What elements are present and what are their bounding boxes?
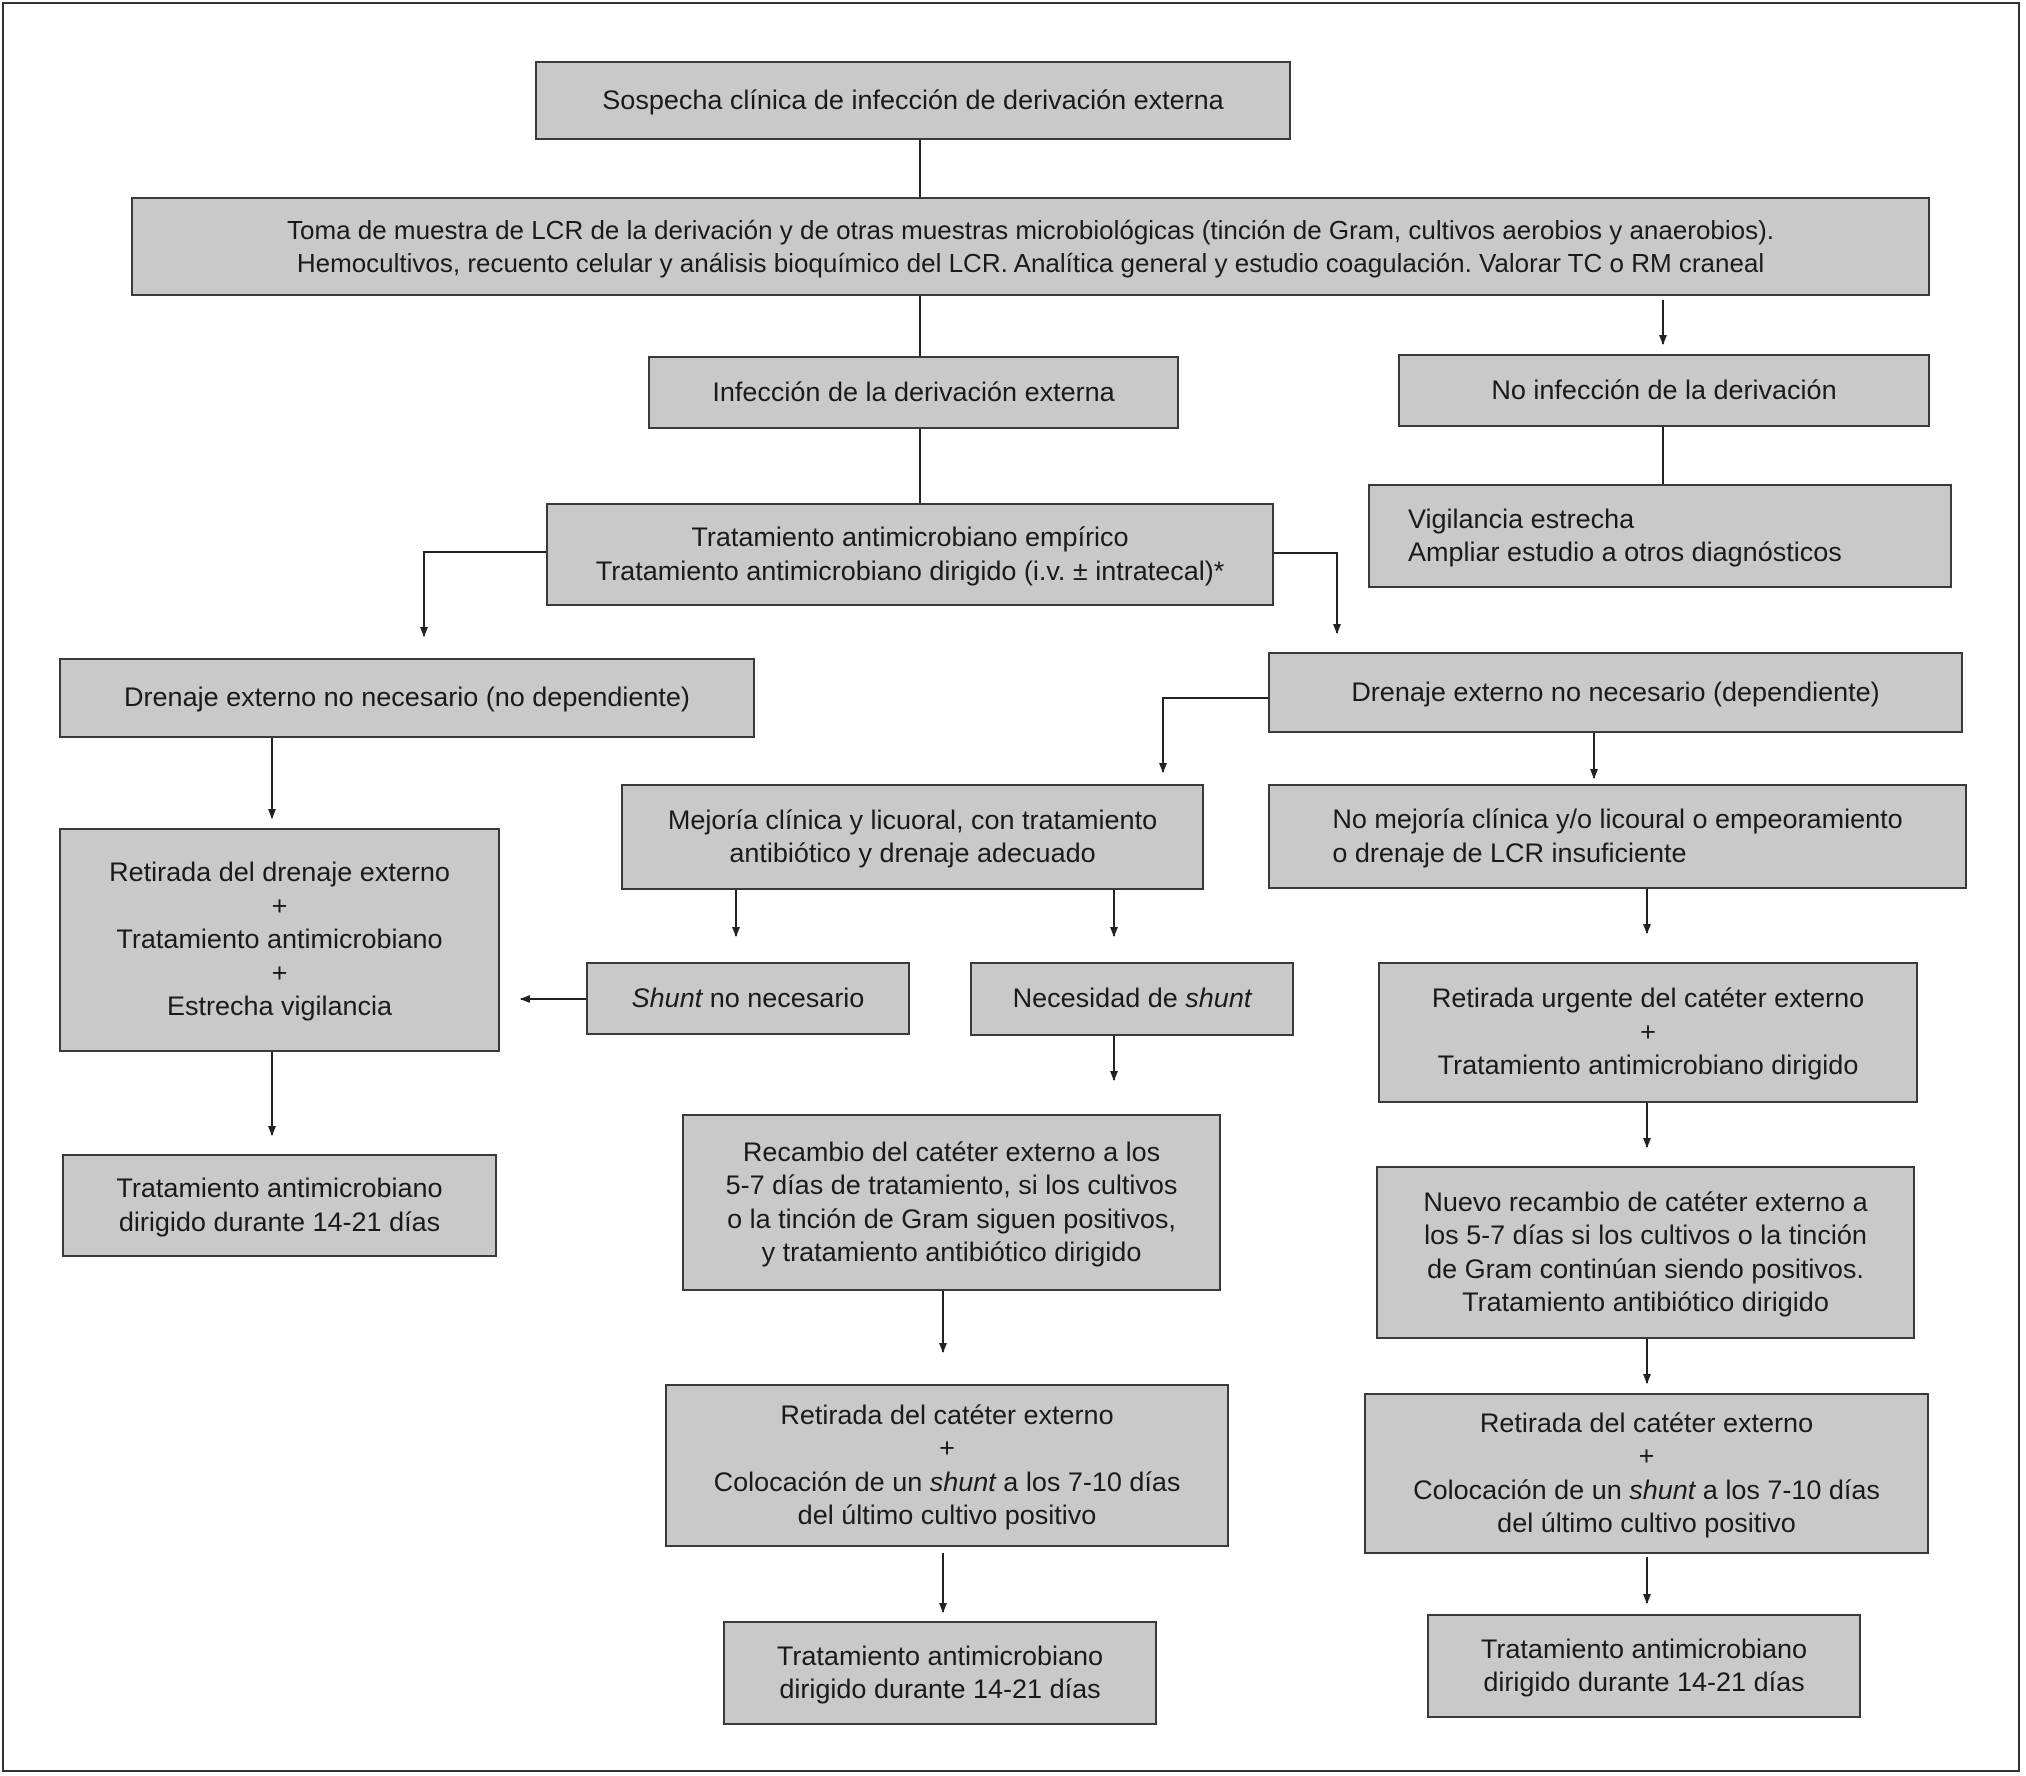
node-urgent-removal-line-3: Tratamiento antimicrobiano dirigido (1437, 1050, 1859, 1081)
node-antimicrobial: Tratamiento antimicrobiano empírico Trat… (546, 503, 1274, 606)
node-treatment-left: Tratamiento antimicrobiano dirigido dura… (62, 1154, 497, 1257)
node-exchange-mid-line-1: Recambio del catéter externo a los (742, 1136, 1161, 1167)
node-not-dependent-line-1: Drenaje externo no necesario (no dependi… (124, 682, 690, 713)
node-suspicion: Sospecha clínica de infección de derivac… (535, 61, 1291, 140)
node-suspicion-line-1: Sospecha clínica de infección de derivac… (602, 84, 1224, 115)
node-exchange-mid: Recambio del catéter externo a los 5-7 d… (682, 1114, 1221, 1291)
node-treatment-right-line-1: Tratamiento antimicrobiano (1480, 1633, 1808, 1664)
node-sampling: Toma de muestra de LCR de la derivación … (131, 197, 1930, 296)
arrow-antimicrobial-dependent (1274, 552, 1341, 634)
arrow-antimicrobial-not-dependent (420, 551, 546, 637)
node-shunt-placement-right-line-4: del último cultivo positivo (1497, 1508, 1796, 1538)
node-shunt-placement-right-line-1: Retirada del catéter externo (1479, 1407, 1814, 1438)
node-antimicrobial-line-1: Tratamiento antimicrobiano empírico (691, 522, 1129, 552)
node-no-infection: No infección de la derivación (1398, 354, 1930, 427)
node-shunt-placement-mid-italic: shunt (929, 1466, 996, 1497)
node-removal-left: Retirada del drenaje externo + Tratamien… (59, 828, 500, 1052)
node-shunt-placement-right-prefix: Colocación de un (1413, 1474, 1630, 1505)
node-no-infection-line-1: No infección de la derivación (1491, 374, 1837, 405)
node-improvement: Mejoría clínica y licuoral, con tratamie… (621, 784, 1204, 890)
node-dependent-line-1: Drenaje externo no necesario (dependient… (1351, 676, 1880, 707)
node-removal-left-line-5: Estrecha vigilancia (166, 991, 393, 1022)
node-exchange-mid-line-3: o la tinción de Gram siguen positivos, (727, 1203, 1176, 1234)
node-shunt-needed-italic: shunt (1185, 983, 1252, 1014)
node-exchange-right-line-3: de Gram continúan siendo positivos. (1427, 1253, 1864, 1284)
node-treatment-right-line-2: dirigido durante 14-21 días (1483, 1667, 1805, 1697)
node-surveillance-line-2: Ampliar estudio a otros diagnósticos (1408, 537, 1842, 567)
node-shunt-placement-mid: Retirada del catéter externo + Colocació… (665, 1384, 1229, 1547)
node-not-dependent: Drenaje externo no necesario (no dependi… (59, 658, 755, 738)
node-improvement-line-1: Mejoría clínica y licuoral, con tratamie… (667, 804, 1158, 835)
node-antimicrobial-line-2: Tratamiento antimicrobiano dirigido (i.v… (595, 555, 1225, 586)
node-exchange-mid-line-4: y tratamiento antibiótico dirigido (761, 1237, 1142, 1267)
node-shunt-placement-right: Retirada del catéter externo + Colocació… (1364, 1393, 1929, 1554)
node-shunt-placement-right-line-2: + (1638, 1441, 1655, 1471)
node-treatment-left-line-2: dirigido durante 14-21 días (118, 1206, 441, 1237)
node-no-improvement-line-2: o drenaje de LCR insuficiente (1332, 837, 1687, 868)
node-shunt-not-needed-rest: no necesario (702, 982, 865, 1013)
node-urgent-removal-line-1: Retirada urgente del catéter externo (1431, 983, 1865, 1014)
node-shunt-placement-mid-suffix: a los 7-10 días (995, 1466, 1181, 1497)
node-exchange-right-line-2: los 5-7 días si los cultivos o la tinció… (1424, 1220, 1867, 1250)
node-shunt-needed: Necesidad de shunt (970, 962, 1294, 1036)
node-exchange-mid-line-2: 5-7 días de tratamiento, si los cultivos (725, 1170, 1178, 1200)
node-shunt-not-needed: Shunt no necesario (586, 962, 910, 1035)
arrow-dependent-improvement (1159, 697, 1268, 773)
node-treatment-left-line-1: Tratamiento antimicrobiano (116, 1173, 443, 1203)
node-infection: Infección de la derivación externa (648, 356, 1179, 429)
node-sampling-line-2: Hemocultivos, recuento celular y análisi… (296, 247, 1765, 278)
node-exchange-right: Nuevo recambio de catéter externo a los … (1376, 1166, 1915, 1339)
node-shunt-not-needed-italic: Shunt (631, 982, 703, 1013)
node-removal-left-line-4: + (271, 957, 288, 988)
node-urgent-removal-line-2: + (1640, 1016, 1656, 1047)
node-infection-line-1: Infección de la derivación externa (712, 376, 1115, 407)
node-surveillance: Vigilancia estrecha Ampliar estudio a ot… (1368, 484, 1952, 588)
node-no-improvement-line-1: No mejoría clínica y/o licoural o empeor… (1332, 804, 1903, 834)
node-treatment-right: Tratamiento antimicrobiano dirigido dura… (1427, 1614, 1861, 1718)
node-treatment-mid: Tratamiento antimicrobiano dirigido dura… (723, 1621, 1157, 1725)
node-shunt-needed-prefix: Necesidad de (1012, 983, 1186, 1014)
node-removal-left-line-1: Retirada del drenaje externo (109, 857, 450, 888)
node-surveillance-line-1: Vigilancia estrecha (1408, 503, 1635, 534)
node-dependent: Drenaje externo no necesario (dependient… (1268, 652, 1963, 733)
node-exchange-right-line-4: Tratamiento antibiótico dirigido (1462, 1287, 1829, 1317)
node-exchange-right-line-1: Nuevo recambio de catéter externo a (1423, 1186, 1868, 1217)
node-sampling-line-1: Toma de muestra de LCR de la derivación … (286, 214, 1774, 245)
node-shunt-placement-right-italic: shunt (1629, 1474, 1696, 1505)
node-shunt-placement-right-suffix: a los 7-10 días (1695, 1474, 1880, 1505)
node-treatment-mid-line-2: dirigido durante 14-21 días (779, 1674, 1101, 1704)
node-shunt-placement-mid-line-1: Retirada del catéter externo (780, 1399, 1114, 1430)
node-improvement-line-2: antibiótico y drenaje adecuado (729, 838, 1096, 868)
node-shunt-placement-mid-prefix: Colocación de un (713, 1466, 930, 1497)
node-shunt-placement-mid-line-4: del último cultivo positivo (797, 1500, 1097, 1530)
node-shunt-placement-mid-line-2: + (939, 1433, 955, 1463)
node-shunt-not-needed-text: Shunt no necesario (632, 982, 865, 1016)
node-removal-left-line-2: + (271, 890, 288, 921)
node-shunt-placement-mid-line-3: Colocación de un shunt a los 7-10 días (714, 1466, 1181, 1500)
node-shunt-needed-text: Necesidad de shunt (1013, 982, 1252, 1016)
node-urgent-removal: Retirada urgente del catéter externo + T… (1378, 962, 1918, 1103)
node-treatment-mid-line-1: Tratamiento antimicrobiano (776, 1640, 1104, 1671)
node-shunt-placement-right-line-3: Colocación de un shunt a los 7-10 días (1413, 1474, 1880, 1508)
node-removal-left-line-3: Tratamiento antimicrobiano (116, 924, 443, 955)
node-no-improvement: No mejoría clínica y/o licoural o empeor… (1268, 784, 1967, 889)
